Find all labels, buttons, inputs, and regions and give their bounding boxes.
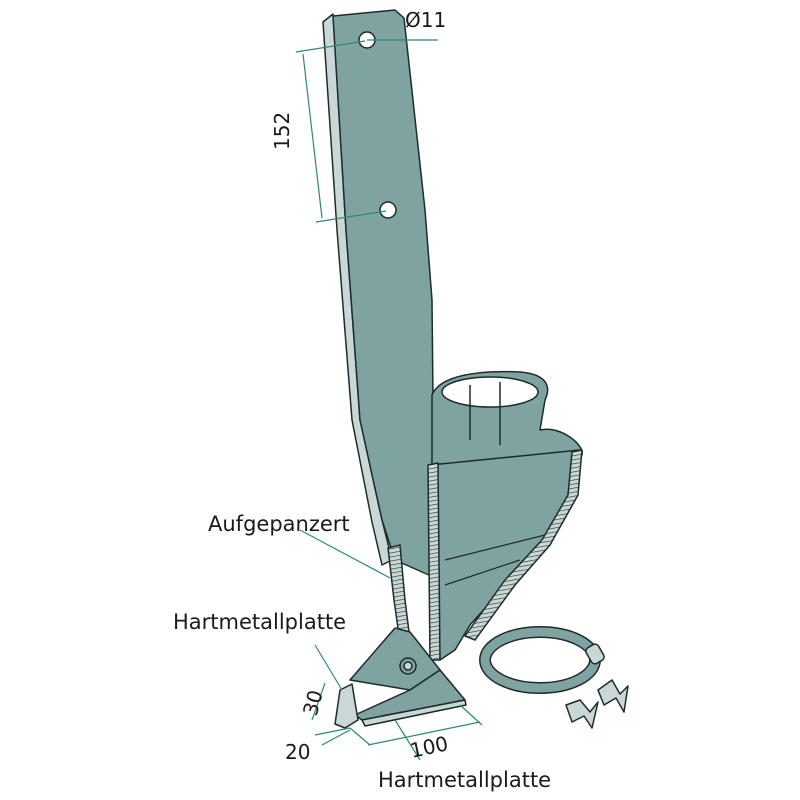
spring-clip-1: [565, 699, 599, 729]
point-upper: [349, 627, 441, 691]
armored-label: Aufgepanzert: [208, 512, 350, 536]
armored-strip-right: [464, 449, 583, 641]
carbide-plate-bottom-label: Hartmetallplatte: [378, 768, 552, 792]
carbide-tip: [334, 683, 359, 729]
armored-strip-center: [427, 462, 441, 661]
hole-spacing-dimension: 152: [270, 111, 294, 150]
dimension-lines: [295, 39, 483, 761]
point-plate: [354, 669, 466, 721]
mounting-hole-bottom: [379, 201, 397, 219]
tip-width-dimension: 20: [285, 740, 311, 764]
spring-clip-2: [597, 679, 629, 713]
hole-diameter-dimension: Ø11: [405, 8, 447, 32]
carbide-plate-tip-label: Hartmetallplatte: [173, 610, 347, 634]
